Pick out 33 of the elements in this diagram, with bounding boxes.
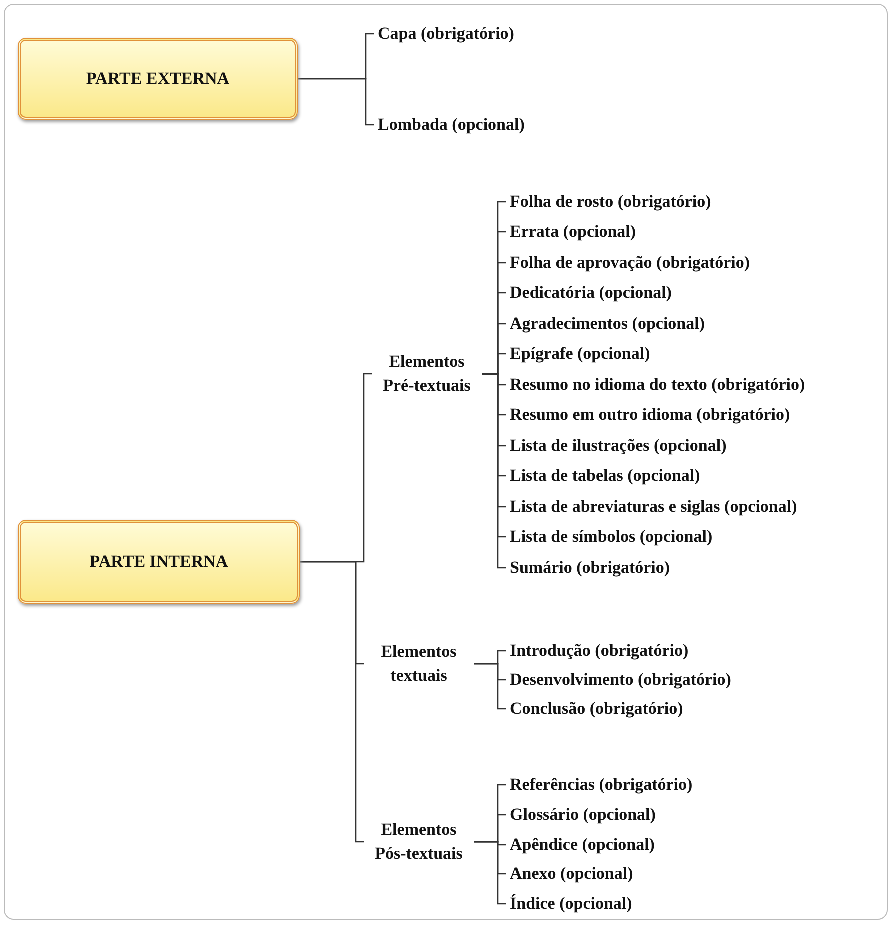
item-label: Resumo no idioma do texto (obrigatório) <box>510 373 806 397</box>
bracket-connector <box>473 663 507 710</box>
item-label: Índice (opcional) <box>510 892 632 916</box>
section-box: PARTE EXTERNA <box>18 38 298 120</box>
item-label: Lista de símbolos (opcional) <box>510 525 713 549</box>
item-label: Epígrafe (opcional) <box>510 342 650 366</box>
item-label: Glossário (opcional) <box>510 803 656 827</box>
item-label: Dedicatória (opcional) <box>510 281 672 305</box>
item-label: Resumo em outro idioma (obrigatório) <box>510 403 790 427</box>
item-label: Errata (opcional) <box>510 220 636 244</box>
item-label: Lista de abreviaturas e siglas (opcional) <box>510 495 798 519</box>
item-label: Sumário (obrigatório) <box>510 556 670 580</box>
item-label: Anexo (opcional) <box>510 862 634 886</box>
section-box: PARTE INTERNA <box>18 520 300 604</box>
item-label: Lombada (opcional) <box>378 113 525 137</box>
bracket-connector <box>481 373 507 569</box>
item-label: Apêndice (opcional) <box>510 833 655 857</box>
item-label: Lista de tabelas (opcional) <box>510 464 700 488</box>
item-label: Folha de rosto (obrigatório) <box>510 190 712 214</box>
bracket-connector <box>473 841 507 905</box>
item-label: Conclusão (obrigatório) <box>510 697 684 721</box>
item-label: Lista de ilustrações (opcional) <box>510 434 727 458</box>
item-label: Folha de aprovação (obrigatório) <box>510 251 750 275</box>
item-label: Introdução (obrigatório) <box>510 639 689 663</box>
bracket-connector <box>299 561 365 843</box>
item-label: Referências (obrigatório) <box>510 773 693 797</box>
item-label: Capa (obrigatório) <box>378 22 514 46</box>
item-label: Agradecimentos (opcional) <box>510 312 706 336</box>
bracket-connector <box>297 78 375 126</box>
item-label: Desenvolvimento (obrigatório) <box>510 668 732 692</box>
group-label: Elementos textuais <box>364 640 474 688</box>
group-label: Elementos Pré-textuais <box>372 350 482 398</box>
group-label: Elementos Pós-textuais <box>364 818 474 866</box>
